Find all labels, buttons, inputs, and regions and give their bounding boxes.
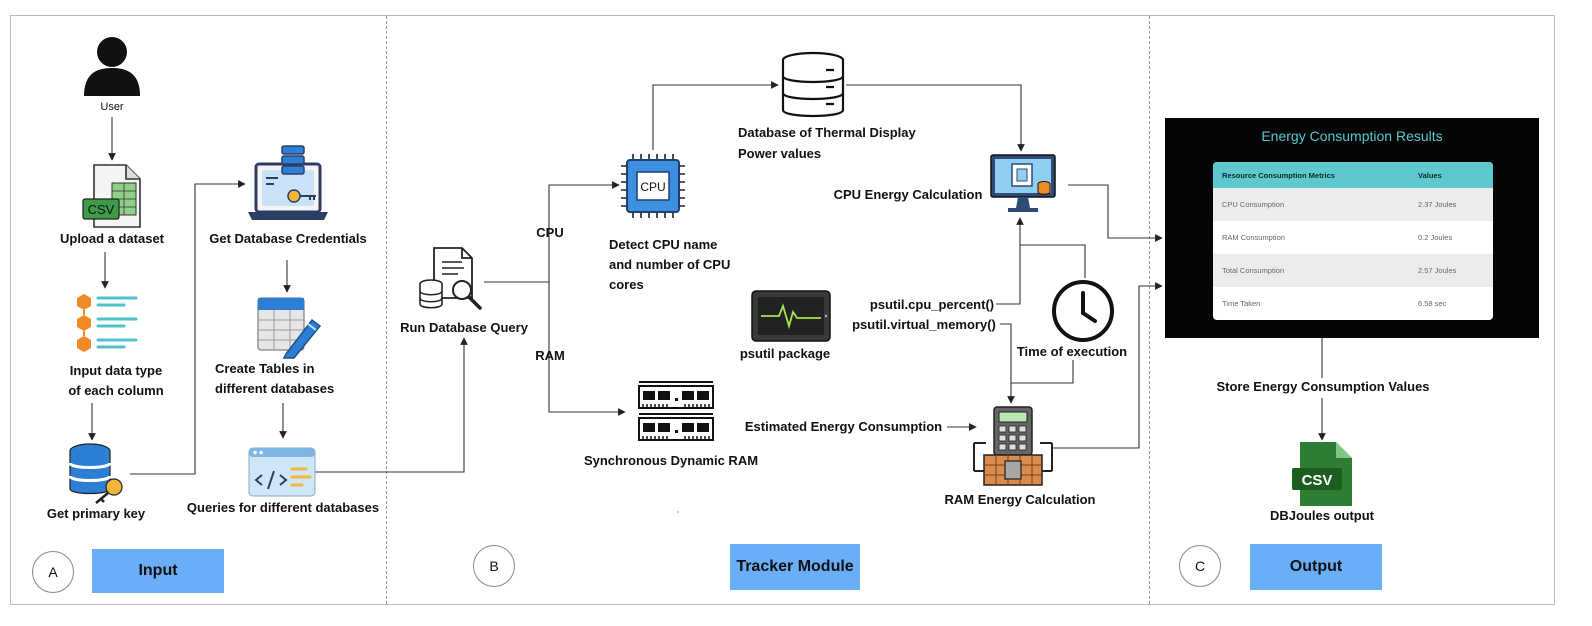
cpu-monitor-icon: [990, 154, 1056, 212]
cpu-chip-text: CPU: [640, 180, 665, 194]
csv-output-icon: CSV: [1292, 442, 1352, 506]
results-panel: Energy Consumption Results Resource Cons…: [1165, 118, 1539, 338]
cpu-calc-label: CPU Energy Calculation: [833, 187, 983, 202]
sdram-icon: [638, 381, 714, 441]
thermal-db-line2: Power values: [738, 146, 822, 161]
section-c-circle: C: [1179, 545, 1221, 587]
thermal-db-line1: Database of Thermal Display: [738, 125, 916, 140]
results-table: Resource Consumption Metrics Values CPU …: [1213, 162, 1493, 320]
queries-label: Queries for different databases: [186, 500, 380, 515]
table-cell-metric: Total Consumption: [1222, 266, 1285, 275]
detect-cpu-line1: Detect CPU name: [609, 237, 718, 252]
section-a-circle: A: [32, 551, 74, 593]
run-query-label: Run Database Query: [400, 320, 528, 335]
csv-file-icon: CSV: [82, 164, 141, 228]
cpu-chip-icon: CPU: [621, 154, 685, 218]
user-label: User: [100, 101, 124, 113]
csv-badge-text: CSV: [88, 202, 115, 217]
section-output-box: Output: [1250, 544, 1382, 590]
dbjoules-output-label: DBJoules output: [1270, 508, 1374, 523]
table-row: Total Consumption 2.57 Joules: [1213, 254, 1493, 287]
csv-output-text: CSV: [1302, 472, 1333, 489]
table-cell-value: 2.57 Joules: [1418, 266, 1457, 275]
diagram-frame: [10, 15, 1555, 605]
results-table-header: Resource Consumption Metrics Values: [1213, 162, 1493, 188]
create-tables-line1: Create Tables in: [215, 361, 315, 376]
time-execution-label: Time of execution: [1016, 344, 1128, 359]
table-row: Time Taken 6.58 sec: [1213, 287, 1493, 320]
header-values: Values: [1418, 170, 1442, 180]
table-cell-value: 0.2 Joules: [1418, 233, 1453, 242]
upload-dataset-label: Upload a dataset: [59, 231, 165, 246]
results-panel-title: Energy Consumption Results: [1261, 128, 1443, 144]
table-cell-value: 6.58 sec: [1418, 299, 1447, 308]
database-credentials-icon: [248, 145, 328, 220]
sdram-label: Synchronous Dynamic RAM: [583, 453, 759, 468]
psutil-package-label: psutil package: [739, 346, 831, 361]
datatype-label-line2: of each column: [68, 383, 164, 398]
psutil-memory-label: psutil.virtual_memory(): [852, 317, 996, 332]
code-queries-icon: [248, 447, 316, 497]
header-metrics: Resource Consumption Metrics: [1222, 170, 1335, 180]
ram-branch-label: RAM: [535, 348, 565, 363]
divider-tracker-output: [1149, 16, 1150, 604]
section-b-circle: B: [473, 545, 515, 587]
ram-calc-label: RAM Energy Calculation: [944, 492, 1096, 507]
detect-cpu-line3: cores: [609, 277, 644, 292]
table-cell-metric: CPU Consumption: [1222, 200, 1285, 209]
table-row: RAM Consumption 0.2 Joules: [1213, 221, 1493, 254]
ram-calculator-icon: [973, 406, 1053, 486]
psutil-monitor-icon: [751, 290, 831, 342]
psutil-cpu-label: psutil.cpu_percent(): [869, 297, 995, 312]
clock-icon: [1052, 280, 1114, 342]
credentials-label: Get Database Credentials: [209, 231, 367, 246]
datatype-label-line1: Input data type: [69, 363, 163, 378]
run-query-icon: [419, 247, 482, 310]
user-icon: [84, 37, 140, 96]
data-type-list-icon: [77, 294, 138, 352]
create-tables-icon: [257, 297, 322, 359]
section-input-box: Input: [92, 549, 224, 593]
section-tracker-box: Tracker Module: [730, 544, 860, 590]
table-row: CPU Consumption 2.37 Joules: [1213, 188, 1493, 221]
divider-input-tracker: [386, 16, 387, 604]
store-values-label: Store Energy Consumption Values: [1216, 379, 1430, 394]
thermal-database-icon: [781, 51, 845, 118]
detect-cpu-line2: and number of CPU: [609, 257, 731, 272]
table-cell-metric: Time Taken: [1222, 299, 1261, 308]
primary-key-label: Get primary key: [46, 506, 146, 521]
database-key-icon: [68, 443, 123, 504]
table-cell-metric: RAM Consumption: [1222, 233, 1285, 242]
table-cell-value: 2.37 Joules: [1418, 200, 1457, 209]
cpu-branch-label: CPU: [536, 225, 564, 240]
create-tables-line2: different databases: [215, 381, 335, 396]
estimated-energy-label: Estimated Energy Consumption: [744, 419, 943, 434]
